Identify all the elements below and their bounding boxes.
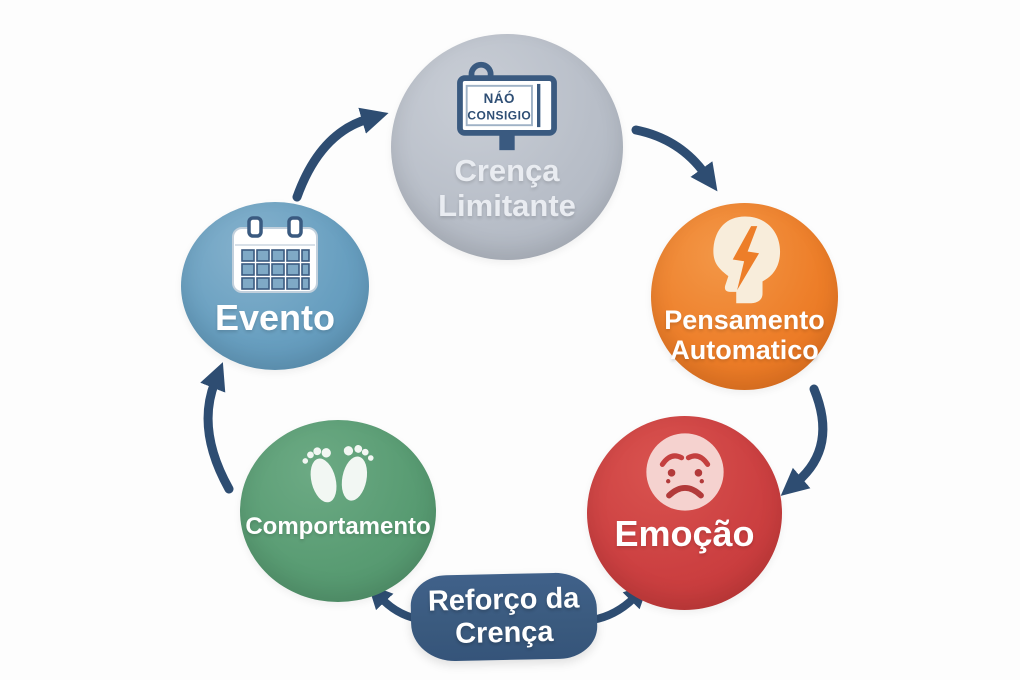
node-emocao: Emoção	[587, 416, 782, 610]
node-label-emocao: Emoção	[614, 513, 755, 554]
arrow-banner-to-emocao	[588, 583, 649, 624]
arrow-evento-to-crenca	[292, 107, 389, 202]
node-pensamento-automatico: Pensamento Automatico	[651, 203, 838, 390]
sign-icon: NÁÓ CONSIGIO	[457, 61, 557, 151]
node-evento: Evento	[181, 202, 369, 370]
node-label-comportamento: Comportamento	[245, 513, 431, 540]
banner-label-line1: Reforço da	[427, 582, 580, 618]
arrow-crenca-to-pensamento	[631, 125, 718, 192]
sign-text-line2: CONSIGIO	[467, 108, 531, 122]
footprints-icon	[302, 445, 374, 503]
arrow-comportamento-to-evento	[200, 362, 234, 494]
head-lightning-icon	[712, 216, 780, 304]
arrow-pensamento-to-emocao	[780, 384, 828, 496]
sad-face-icon	[645, 433, 724, 511]
banner-reforco-da-crenca: Reforço da Crença	[410, 572, 598, 662]
node-comportamento: Comportamento	[240, 420, 436, 602]
sign-text-line1: NÁÓ	[484, 91, 515, 106]
node-label-pensamento: Pensamento Automatico	[664, 305, 825, 366]
calendar-icon	[232, 216, 318, 293]
node-crenca-limitante: NÁÓ CONSIGIO Crença Limitante	[391, 34, 623, 260]
node-label-crenca: Crença Limitante	[438, 153, 576, 223]
banner-label-line2: Crença	[454, 615, 554, 651]
node-label-evento: Evento	[214, 297, 336, 338]
